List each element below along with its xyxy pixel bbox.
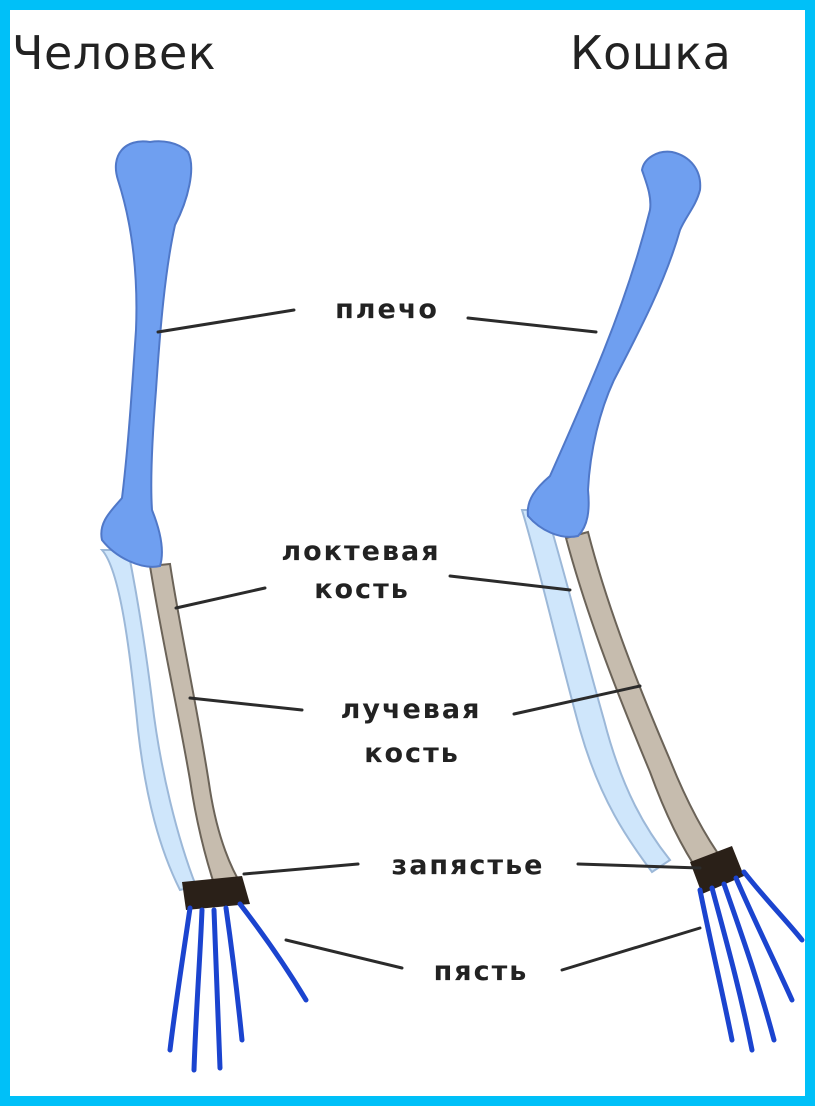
- leader-wrist-cat: [578, 864, 700, 868]
- leader-metacarpus-cat: [562, 928, 700, 970]
- label-ulna-line2: кость: [272, 576, 452, 603]
- label-metacarpus: пясть: [396, 958, 566, 985]
- leader-wrist-human: [244, 864, 358, 874]
- leader-ulna-human: [176, 588, 265, 608]
- label-radius-line2: кость: [322, 740, 502, 767]
- label-radius-line1: лучевая: [306, 696, 516, 723]
- diagram-frame: Человек Кошка плечо локтевая кость лучев…: [10, 10, 805, 1096]
- human-forelimb: [101, 141, 306, 1070]
- leader-metacarpus-human: [286, 940, 402, 968]
- header-cat: Кошка: [570, 30, 731, 76]
- human-humerus: [101, 141, 191, 566]
- cat-humerus: [528, 152, 700, 537]
- label-wrist: запястье: [352, 852, 584, 879]
- leader-humerus-human: [158, 310, 294, 332]
- leader-humerus-cat: [468, 318, 596, 332]
- cat-metacarpals: [700, 872, 802, 1050]
- header-human: Человек: [12, 30, 216, 76]
- label-humerus: плечо: [312, 296, 462, 323]
- leader-radius-human: [190, 698, 302, 710]
- human-metacarpals: [170, 904, 306, 1070]
- cat-forelimb: [522, 152, 802, 1050]
- label-ulna-line1: локтевая: [248, 538, 474, 565]
